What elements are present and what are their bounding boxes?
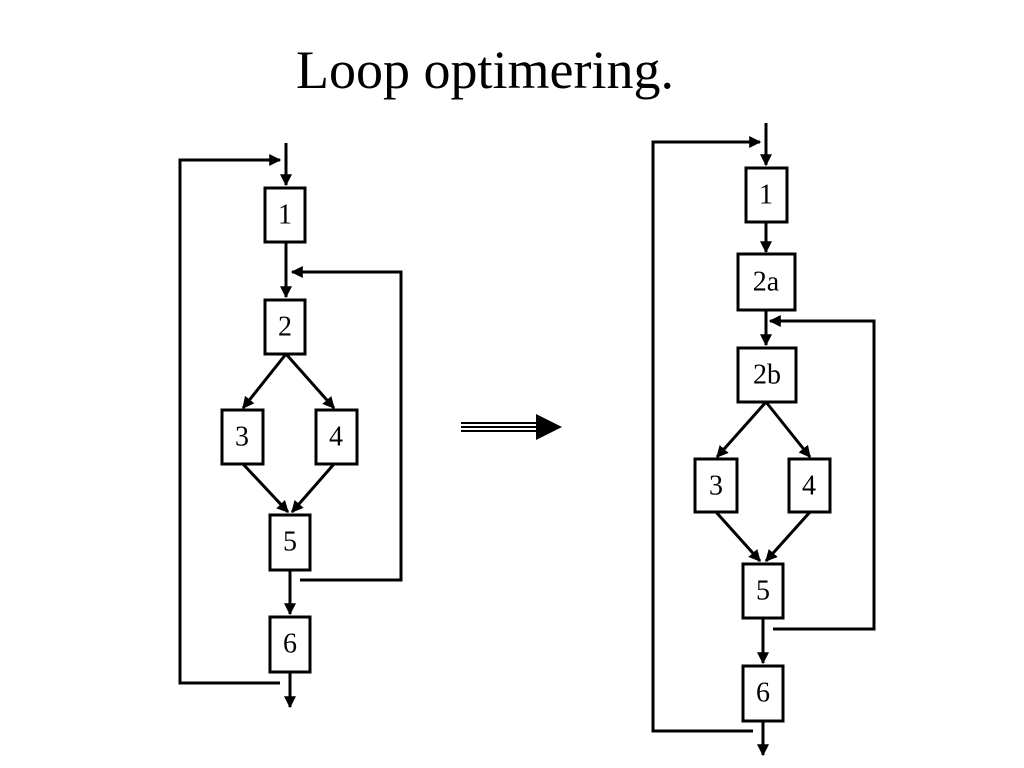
inner-loop-back-edge [290,266,403,582]
node-3: 3 [220,408,265,466]
node-label: 3 [235,422,249,453]
edge-4-to-5 [290,463,336,513]
node-label: 4 [329,422,343,453]
node-label: 6 [283,629,297,660]
node-5: 5 [268,513,312,572]
double-arrow-right-icon [461,414,562,440]
node-1: 1 [744,166,789,224]
edge-2b-to-3 [715,401,768,458]
node-label: 6 [756,678,770,709]
node-label: 2a [753,267,780,298]
node-label: 3 [709,471,723,502]
node-2b: 2b [736,346,798,404]
edge-3-to-5 [241,462,290,514]
node-label: 5 [756,576,770,607]
node-label: 4 [802,471,816,502]
node-4: 4 [787,457,832,514]
node-3: 3 [693,457,739,514]
node-2: 2 [263,298,307,356]
edge-4-to-5 [764,510,812,563]
node-label: 1 [759,180,773,211]
node-label: 2b [753,360,781,391]
before-diagram: 1 2 3 4 5 6 [178,143,403,709]
edge-2b-to-4 [764,401,812,458]
node-6: 6 [268,615,312,674]
node-label: 1 [278,200,292,231]
edge-2-to-3 [241,353,288,409]
node-label: 5 [283,527,297,558]
node-6: 6 [741,664,785,723]
inner-loop-back-edge [768,315,876,631]
outer-loop-back-edge [651,136,762,733]
node-1: 1 [263,186,307,244]
node-2a: 2a [736,252,797,312]
node-label: 2 [278,312,292,343]
outer-loop-back-edge [178,154,282,685]
edge-2-to-4 [284,353,336,409]
after-diagram: 1 2a 2b 3 4 5 6 [651,123,876,757]
node-5: 5 [741,562,785,620]
slide-title: Loop optimering. [296,40,674,100]
edge-3-to-5 [714,510,762,563]
node-4: 4 [314,408,359,466]
